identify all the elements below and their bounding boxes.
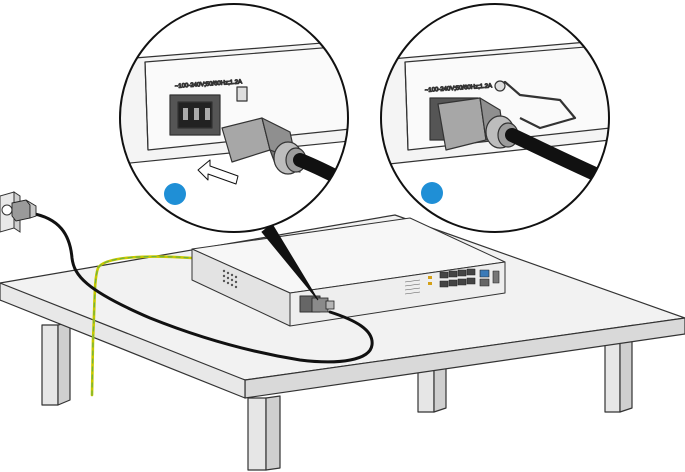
- table-leg: [58, 322, 70, 405]
- callout-right: ~100-240V;50/60Hz;1.2A: [380, 4, 620, 232]
- power-plug: [12, 200, 36, 221]
- table-leg: [248, 398, 266, 470]
- table-leg: [266, 396, 280, 470]
- callout-left: ~100-240V;50/60Hz;1.2A: [110, 4, 370, 232]
- table-leg: [42, 325, 58, 405]
- table-leg: [620, 338, 632, 412]
- table-leg: [605, 340, 620, 412]
- table-leg: [418, 368, 434, 412]
- table-leg: [434, 366, 446, 412]
- step-marker-1: [164, 183, 186, 205]
- step-marker-2: [421, 182, 443, 204]
